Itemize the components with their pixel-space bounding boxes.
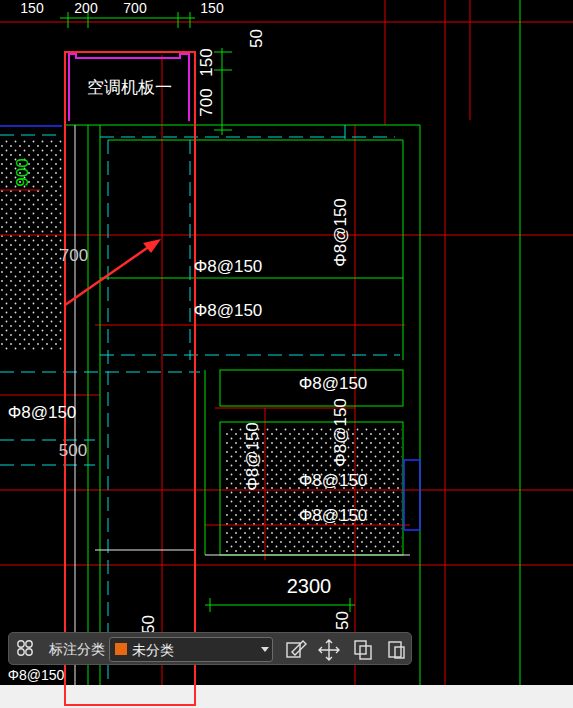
annotation-text: Φ8@150 — [299, 472, 368, 489]
annotation-text: Φ8@150 — [8, 668, 65, 682]
highlight-frame — [65, 52, 195, 705]
white-lines — [75, 125, 410, 690]
annotation-text: Φ8@150 — [194, 302, 263, 319]
annotation-text: Φ8@150 — [299, 507, 368, 524]
green-lines — [60, 0, 520, 690]
slab-label: 空调机板一 — [87, 76, 172, 99]
annotation-text: 700 — [60, 247, 88, 264]
annotation-text: Φ8@150 — [299, 375, 368, 392]
dimension-text: 50 — [247, 29, 264, 48]
dimension-text: Φ8@150 — [331, 398, 348, 467]
annotation-text: 200 — [74, 1, 97, 15]
dropdown-value: 未分类 — [132, 642, 174, 660]
annotation-text: Φ8@150 — [8, 404, 77, 421]
annotation-text: 500 — [59, 442, 87, 459]
dimension-text: Φ8@150 — [331, 198, 348, 267]
blue-lines — [0, 126, 420, 530]
slab-box: 空调机板一 — [68, 52, 190, 122]
toolbar-label: 标注分类 — [49, 641, 105, 659]
annotation-text: 2300 — [287, 576, 332, 596]
toolbar-panel: 标注分类 未分类 — [8, 632, 412, 665]
dimension-text: Φ8@150 — [243, 422, 260, 491]
dimension-text: 50 — [333, 611, 350, 630]
red-lines — [0, 0, 573, 690]
annotation-text: 150 — [200, 1, 223, 15]
dimension-text: 900 — [14, 158, 31, 186]
cyan-dashed-lines — [0, 125, 400, 690]
annotation-text: Φ8@150 — [194, 258, 263, 275]
dimension-text: 150 — [198, 48, 215, 76]
annotation-text: 150 — [20, 1, 43, 15]
annotation-text: 700 — [123, 1, 146, 15]
dimension-text: 700 — [198, 88, 215, 116]
dropdown: 未分类 — [109, 637, 273, 662]
dimension-text: 50 — [139, 615, 156, 634]
